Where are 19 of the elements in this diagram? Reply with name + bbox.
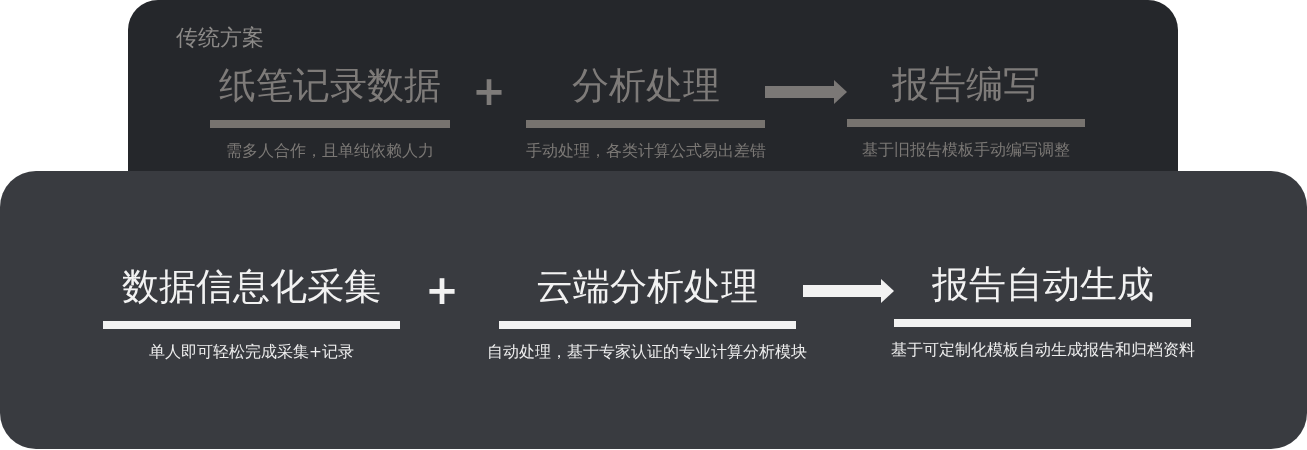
plus-sign: + xyxy=(425,270,459,310)
arrow xyxy=(803,279,894,303)
step-description: 自动处理，基于专家认证的专业计算分析模块 xyxy=(487,342,807,362)
plus-sign: + xyxy=(472,71,506,111)
step-title: 报告自动生成 xyxy=(931,263,1154,307)
step-title: 数据信息化采集 xyxy=(122,265,381,309)
step-title: 分析处理 xyxy=(571,64,720,108)
step-description: 基于旧报告模板手动编写调整 xyxy=(862,140,1070,160)
step-description: 单人即可轻松完成采集+记录 xyxy=(149,342,354,362)
panel-heading: 传统方案 xyxy=(176,24,264,52)
section-panel xyxy=(128,0,1178,171)
arrow xyxy=(765,80,847,104)
step-description: 基于可定制化模板自动生成报告和归档资料 xyxy=(890,340,1195,360)
step-description: 需多人合作，且单纯依赖人力 xyxy=(226,141,434,161)
step-title: 报告编写 xyxy=(892,63,1040,107)
step-title: 云端分析处理 xyxy=(536,265,758,309)
section-panel xyxy=(0,171,1307,449)
step-description: 手动处理，各类计算公式易出差错 xyxy=(525,141,766,161)
step-title: 纸笔记录数据 xyxy=(219,64,441,108)
